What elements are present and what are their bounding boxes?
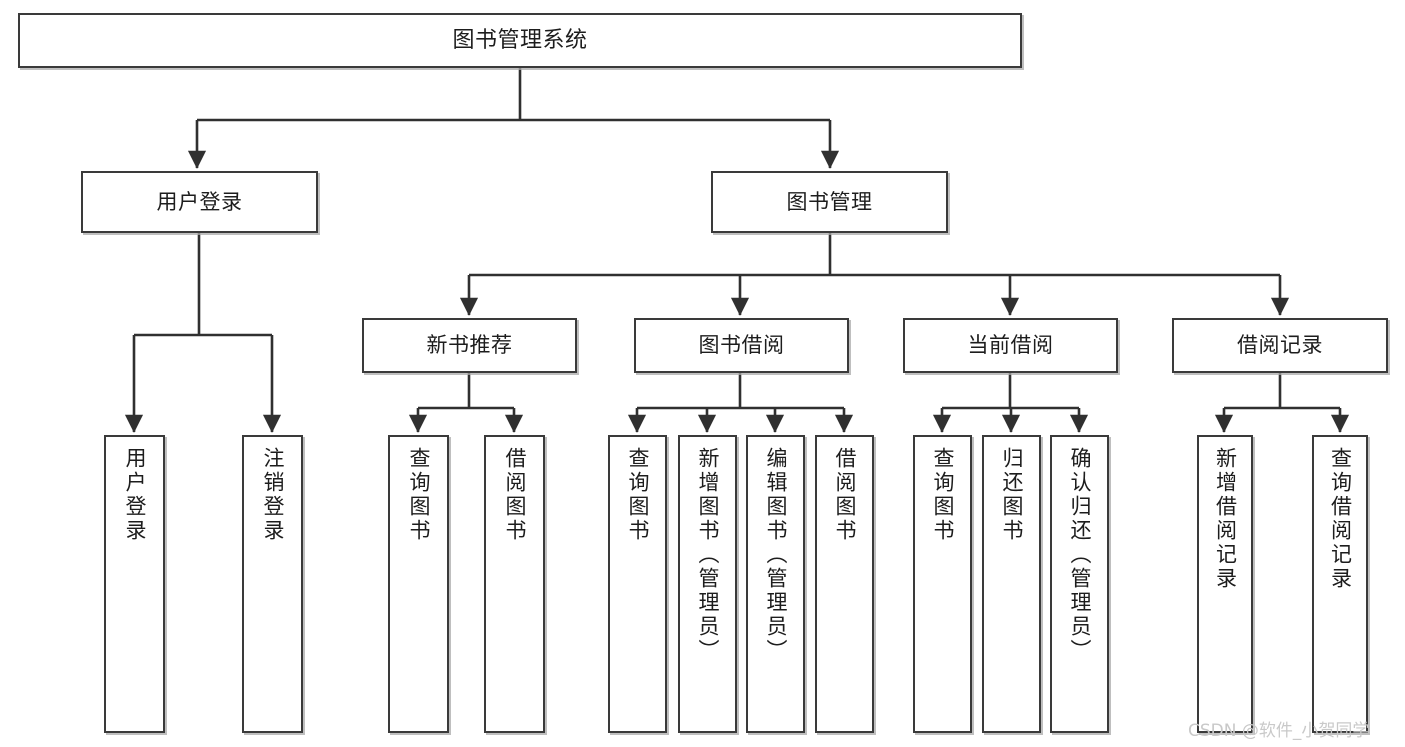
leaf-logout[interactable]: 注销登录 (242, 435, 303, 733)
node-current-borrowing-label: 当前借阅 (967, 333, 1054, 358)
leaf-add-borrow-record-label: 新增借阅记录 (1213, 447, 1238, 591)
node-user-login[interactable]: 用户登录 (81, 171, 318, 233)
node-root-label: 图书管理系统 (452, 27, 588, 53)
leaf-borrow-book-rec[interactable]: 借阅图书 (484, 435, 545, 733)
leaf-confirm-return[interactable]: 确认归还（管理员） (1050, 435, 1109, 733)
leaf-query-book-rec[interactable]: 查询图书 (388, 435, 449, 733)
leaf-logout-label: 注销登录 (261, 447, 285, 543)
node-borrowing-record[interactable]: 借阅记录 (1172, 318, 1388, 373)
leaf-query-book-borrow-label: 查询图书 (626, 447, 650, 543)
node-root[interactable]: 图书管理系统 (18, 13, 1022, 68)
node-new-book-recommendation[interactable]: 新书推荐 (362, 318, 577, 373)
leaf-edit-book[interactable]: 编辑图书（管理员） (746, 435, 805, 733)
leaf-user-login-label: 用户登录 (123, 447, 147, 543)
node-book-management[interactable]: 图书管理 (711, 171, 948, 233)
leaf-confirm-return-label: 确认归还（管理员） (1068, 447, 1092, 663)
leaf-return-book[interactable]: 归还图书 (982, 435, 1041, 733)
node-current-borrowing[interactable]: 当前借阅 (903, 318, 1118, 373)
leaf-query-book-borrow[interactable]: 查询图书 (608, 435, 667, 733)
leaf-query-book-current-label: 查询图书 (931, 447, 955, 543)
csdn-watermark: CSDN @软件_小贺同学 (1188, 721, 1370, 741)
leaf-query-book-rec-label: 查询图书 (407, 447, 431, 543)
node-borrowing-record-label: 借阅记录 (1237, 333, 1323, 358)
leaf-query-borrow-record-label: 查询借阅记录 (1328, 447, 1353, 591)
leaf-add-borrow-record[interactable]: 新增借阅记录 (1197, 435, 1253, 733)
leaf-borrow-book-label: 借阅图书 (833, 447, 857, 543)
leaf-query-book-current[interactable]: 查询图书 (913, 435, 972, 733)
node-new-book-recommendation-label: 新书推荐 (426, 333, 513, 358)
node-book-borrowing[interactable]: 图书借阅 (634, 318, 849, 373)
leaf-return-book-label: 归还图书 (1000, 447, 1024, 543)
node-book-borrowing-label: 图书借阅 (698, 333, 785, 358)
leaf-user-login[interactable]: 用户登录 (104, 435, 165, 733)
leaf-query-borrow-record[interactable]: 查询借阅记录 (1312, 435, 1368, 733)
leaf-add-book-label: 新增图书（管理员） (696, 447, 720, 663)
leaf-add-book[interactable]: 新增图书（管理员） (678, 435, 737, 733)
leaf-edit-book-label: 编辑图书（管理员） (764, 447, 788, 663)
node-user-login-label: 用户登录 (156, 189, 243, 214)
node-book-management-label: 图书管理 (786, 189, 873, 214)
leaf-borrow-book[interactable]: 借阅图书 (815, 435, 874, 733)
leaf-borrow-book-rec-label: 借阅图书 (503, 447, 527, 543)
